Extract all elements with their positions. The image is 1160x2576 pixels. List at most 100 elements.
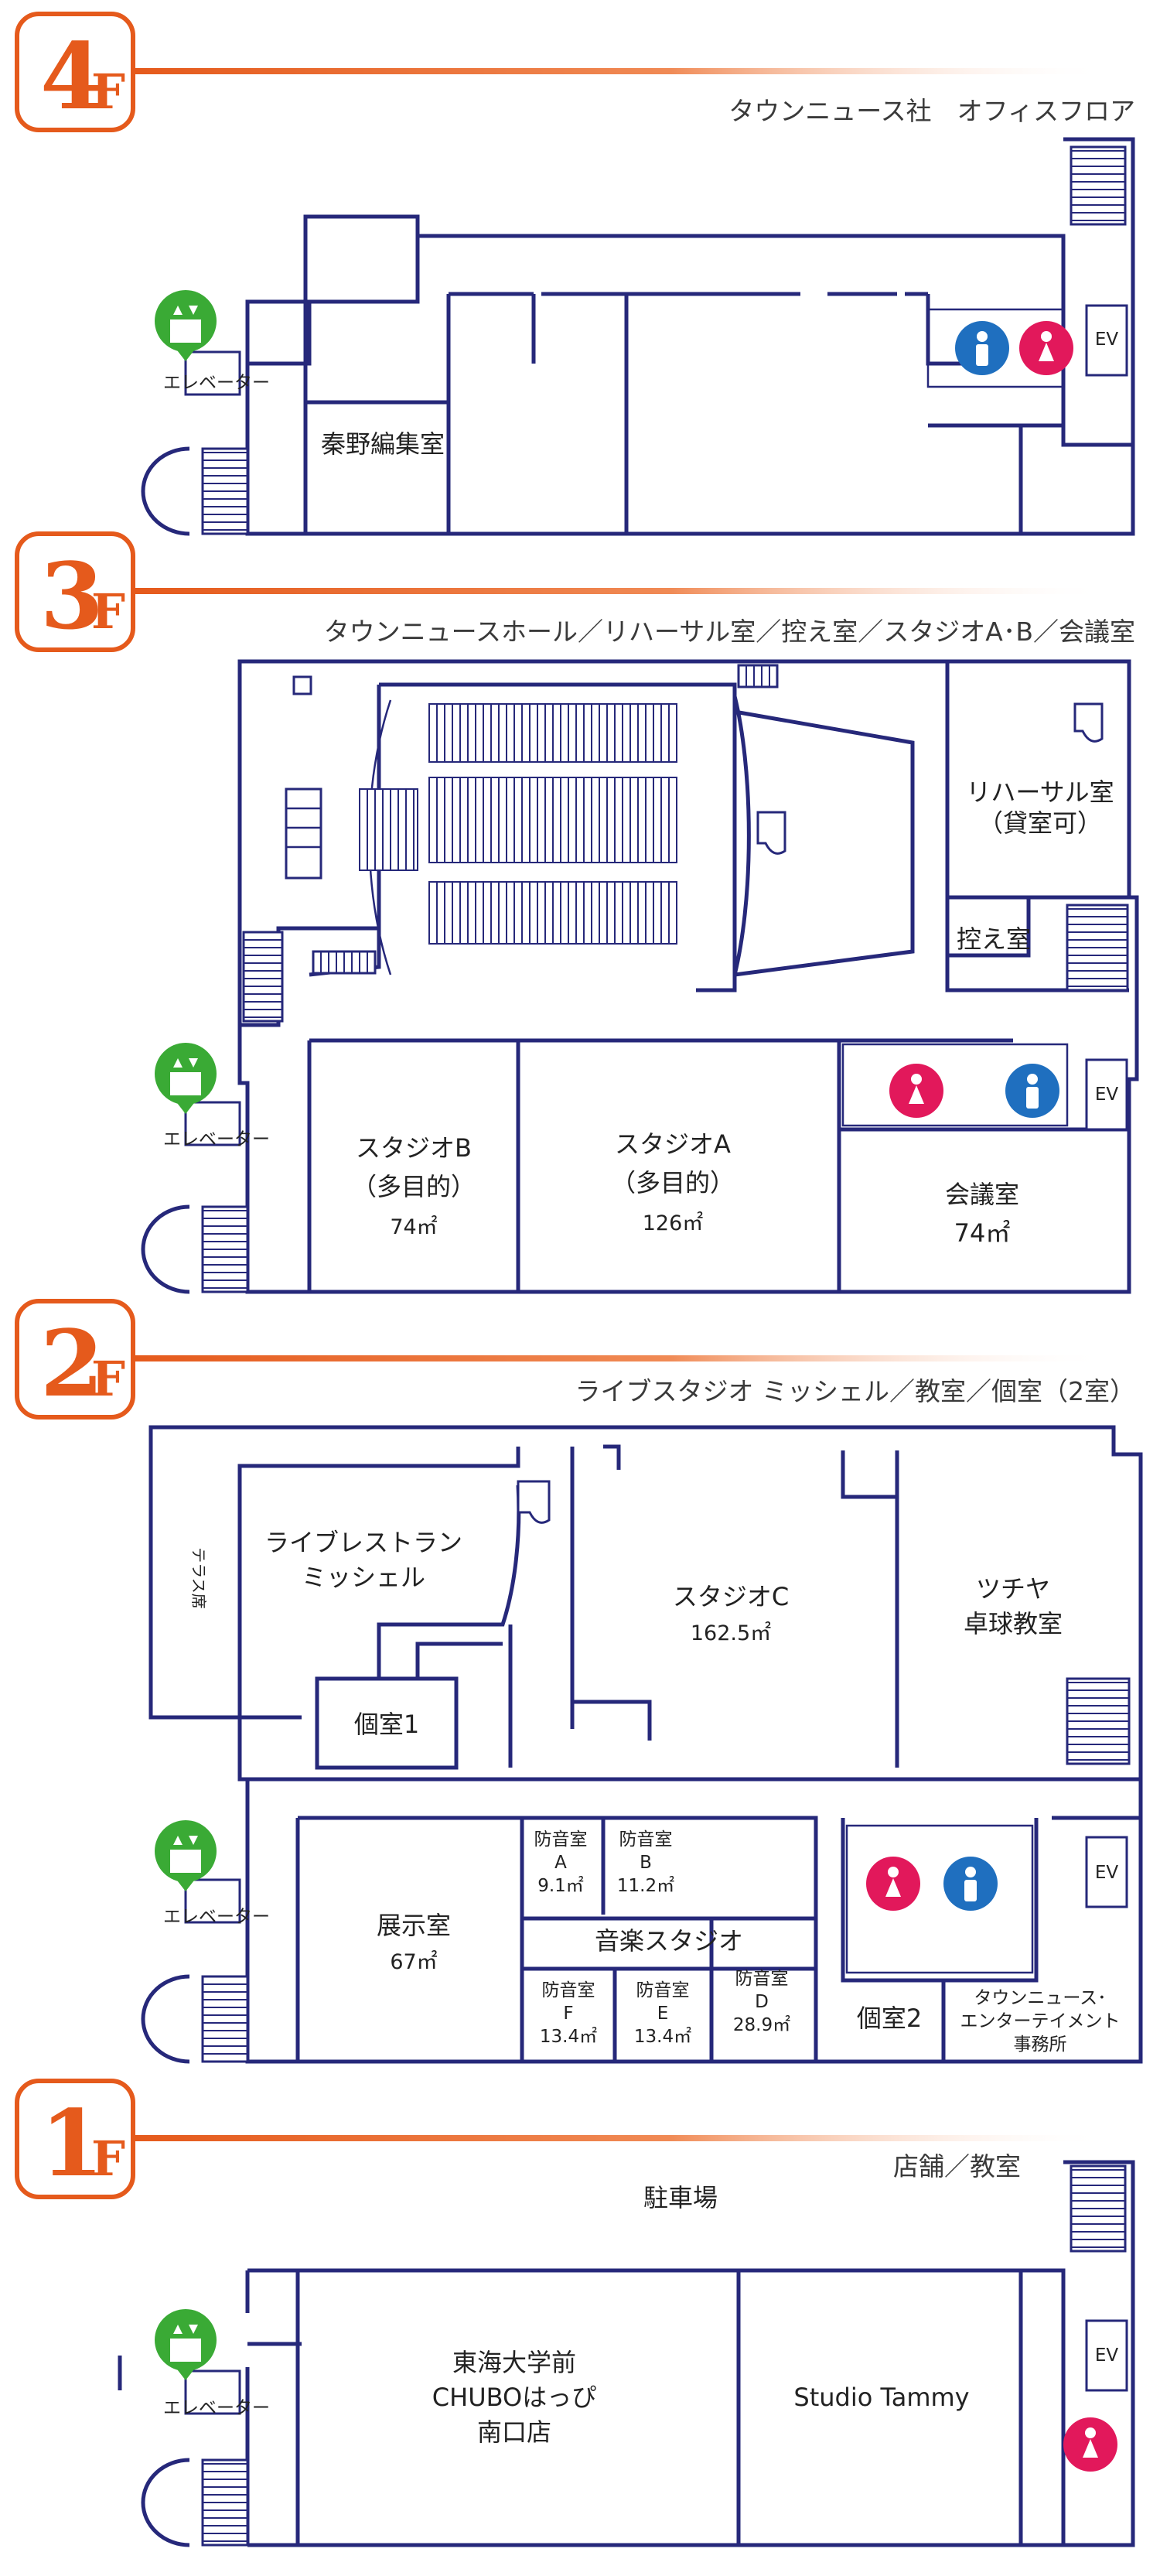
room-soundproof-f-area: 13.4㎡ (540, 2027, 597, 2047)
room-tsuchiya-class: 卓球教室 (964, 1609, 1063, 1638)
stairs-icon (242, 931, 284, 1023)
floor-title: ライブスタジオ ミッシェル／教室／個室（2室） (575, 1376, 1136, 1406)
ev-shaft (1085, 1058, 1128, 1131)
piano-icon (756, 702, 1104, 855)
room-soundproof-b-area: 11.2㎡ (617, 1876, 674, 1896)
ev-label: EV (1095, 2345, 1119, 2366)
elevator-icon (155, 1043, 217, 1114)
elevator-icon (155, 2309, 217, 2380)
floor-badge-number: 1 (40, 2089, 104, 2197)
male-restroom-icon (943, 1857, 998, 1911)
room-exhibition: 展示室 (377, 1911, 451, 1940)
room-soundproof-d-id: D (755, 1992, 769, 2012)
room-editorial: 秦野編集室 (321, 429, 445, 459)
room-soundproof-e-area: 13.4㎡ (634, 2027, 691, 2047)
room-tokai: 東海大学前 (452, 2348, 576, 2377)
room-studio-a: スタジオA (615, 1129, 731, 1159)
room-soundproof-f-id: F (563, 2004, 573, 2024)
stairs-icon (1066, 904, 1129, 992)
room-restaurant-name: ミッシェル (302, 1563, 425, 1592)
floor-divider-line (133, 68, 1107, 74)
room-studio-a-area: 126㎡ (643, 1211, 704, 1235)
stairs-icon (1070, 145, 1127, 226)
floor-badge-f: F (91, 63, 125, 120)
room-rehearsal: リハーサル室 (966, 777, 1114, 807)
floor-badge-f: F (91, 583, 125, 640)
piano-icon (517, 1480, 551, 1524)
floor-outline (1063, 2160, 1135, 2547)
floor-badge-number: 4 (40, 22, 104, 130)
elevator-label: エレベーター (163, 1129, 270, 1150)
room-soundproof-b-id: B (640, 1853, 652, 1873)
room-soundproof-a: 防音室 (534, 1830, 588, 1850)
room-studio-a-note: （多目的） (611, 1168, 735, 1197)
room-soundproof-d: 防音室 (735, 1969, 789, 1989)
floor-badge-2f: 2 F (15, 1299, 135, 1420)
floor-badge-f: F (91, 2130, 125, 2187)
room-soundproof-e-id: E (657, 2004, 669, 2024)
room-office-line3: 事務所 (1014, 2034, 1067, 2055)
room-studio-c-area: 162.5㎡ (691, 1621, 771, 1645)
ev-label: EV (1095, 330, 1119, 350)
floor-3f: 3 F タウンニュースホール／リハーサル室／控え室／スタジオA･B／会議室 (15, 531, 1139, 1294)
room-tokai-branch: 南口店 (477, 2417, 551, 2447)
elevator-label: エレベーター (163, 1907, 270, 1927)
ev-label: EV (1095, 1863, 1119, 1883)
stairs-icon (1070, 2164, 1127, 2253)
floor-badge-4f: 4 F (15, 12, 135, 132)
room-restaurant: ライブレストラン (264, 1528, 462, 1557)
room-rehearsal-note: （貸室可） (978, 808, 1102, 838)
floor-badge-3f: 3 F (15, 531, 135, 652)
room-meeting-area: 74㎡ (954, 1218, 1011, 1248)
floor-badge-f: F (91, 1351, 125, 1407)
room-soundproof-a-area: 9.1㎡ (537, 1876, 584, 1896)
floor-divider-line (133, 1355, 1107, 1361)
ev-shaft (1085, 1836, 1128, 1908)
stairs-icon (1066, 1677, 1131, 1765)
stairs-icon (201, 2458, 249, 2547)
male-restroom-icon (1005, 1064, 1059, 1118)
elevator-icon (155, 1820, 217, 1891)
room-parking: 駐車場 (643, 2183, 718, 2212)
room-private-1: 個室1 (354, 1710, 419, 1739)
room-studio-c: スタジオC (673, 1582, 789, 1611)
room-terrace: テラス席 (189, 1547, 208, 1609)
floor-1f: 1 F 店舗／教室 EV エレベーター 駐車場 東海大学前 CHUBOはっぴ (15, 2079, 1135, 2547)
stairs-icon (201, 447, 249, 535)
elevator-label: エレベーター (163, 373, 270, 393)
room-meeting: 会議室 (945, 1180, 1019, 1209)
room-studio-tammy: Studio Tammy (793, 2383, 969, 2412)
room-studio-b-note: （多目的） (352, 1172, 476, 1201)
floor-divider-line (133, 588, 1107, 594)
room-music-studio: 音楽スタジオ (595, 1926, 743, 1956)
room-soundproof-d-area: 28.9㎡ (733, 2015, 790, 2035)
male-restroom-icon (955, 321, 1009, 375)
floor-title: 店舗／教室 (893, 2151, 1021, 2181)
floor-badge-number: 2 (40, 1310, 104, 1417)
elevator-label: エレベーター (163, 2398, 270, 2418)
female-restroom-icon (866, 1857, 920, 1911)
female-restroom-icon (1019, 321, 1073, 375)
stairs-icon (201, 1205, 249, 1293)
stairs-icon (201, 1975, 249, 2063)
ev-shaft (1085, 2319, 1128, 2392)
room-tsuchiya: ツチヤ (976, 1574, 1050, 1604)
room-hikae: 控え室 (957, 924, 1031, 954)
female-restroom-icon (1063, 2417, 1117, 2472)
room-soundproof-e: 防音室 (636, 1980, 690, 2000)
ev-label: EV (1095, 1085, 1119, 1105)
floor-outline (237, 659, 1139, 1294)
room-studio-b: スタジオB (356, 1133, 472, 1163)
room-soundproof-a-id: A (554, 1853, 567, 1873)
room-office-line2: エンターテイメント (960, 2011, 1121, 2031)
floor-title: タウンニュースホール／リハーサル室／控え室／スタジオA･B／会議室 (324, 617, 1135, 647)
female-restroom-icon (889, 1064, 943, 1118)
room-office-line1: タウンニュース･ (974, 1988, 1106, 2008)
room-tokai-name: CHUBOはっぴ (432, 2383, 596, 2412)
floor-4f: 4 F タウンニュース社 オフィスフロア EV エレベーター (15, 12, 1135, 536)
hall-seating (359, 703, 677, 945)
floor-title: タウンニュース社 オフィスフロア (728, 96, 1135, 126)
floor-divider-line (133, 2135, 1107, 2141)
room-soundproof-f: 防音室 (542, 1980, 595, 2000)
